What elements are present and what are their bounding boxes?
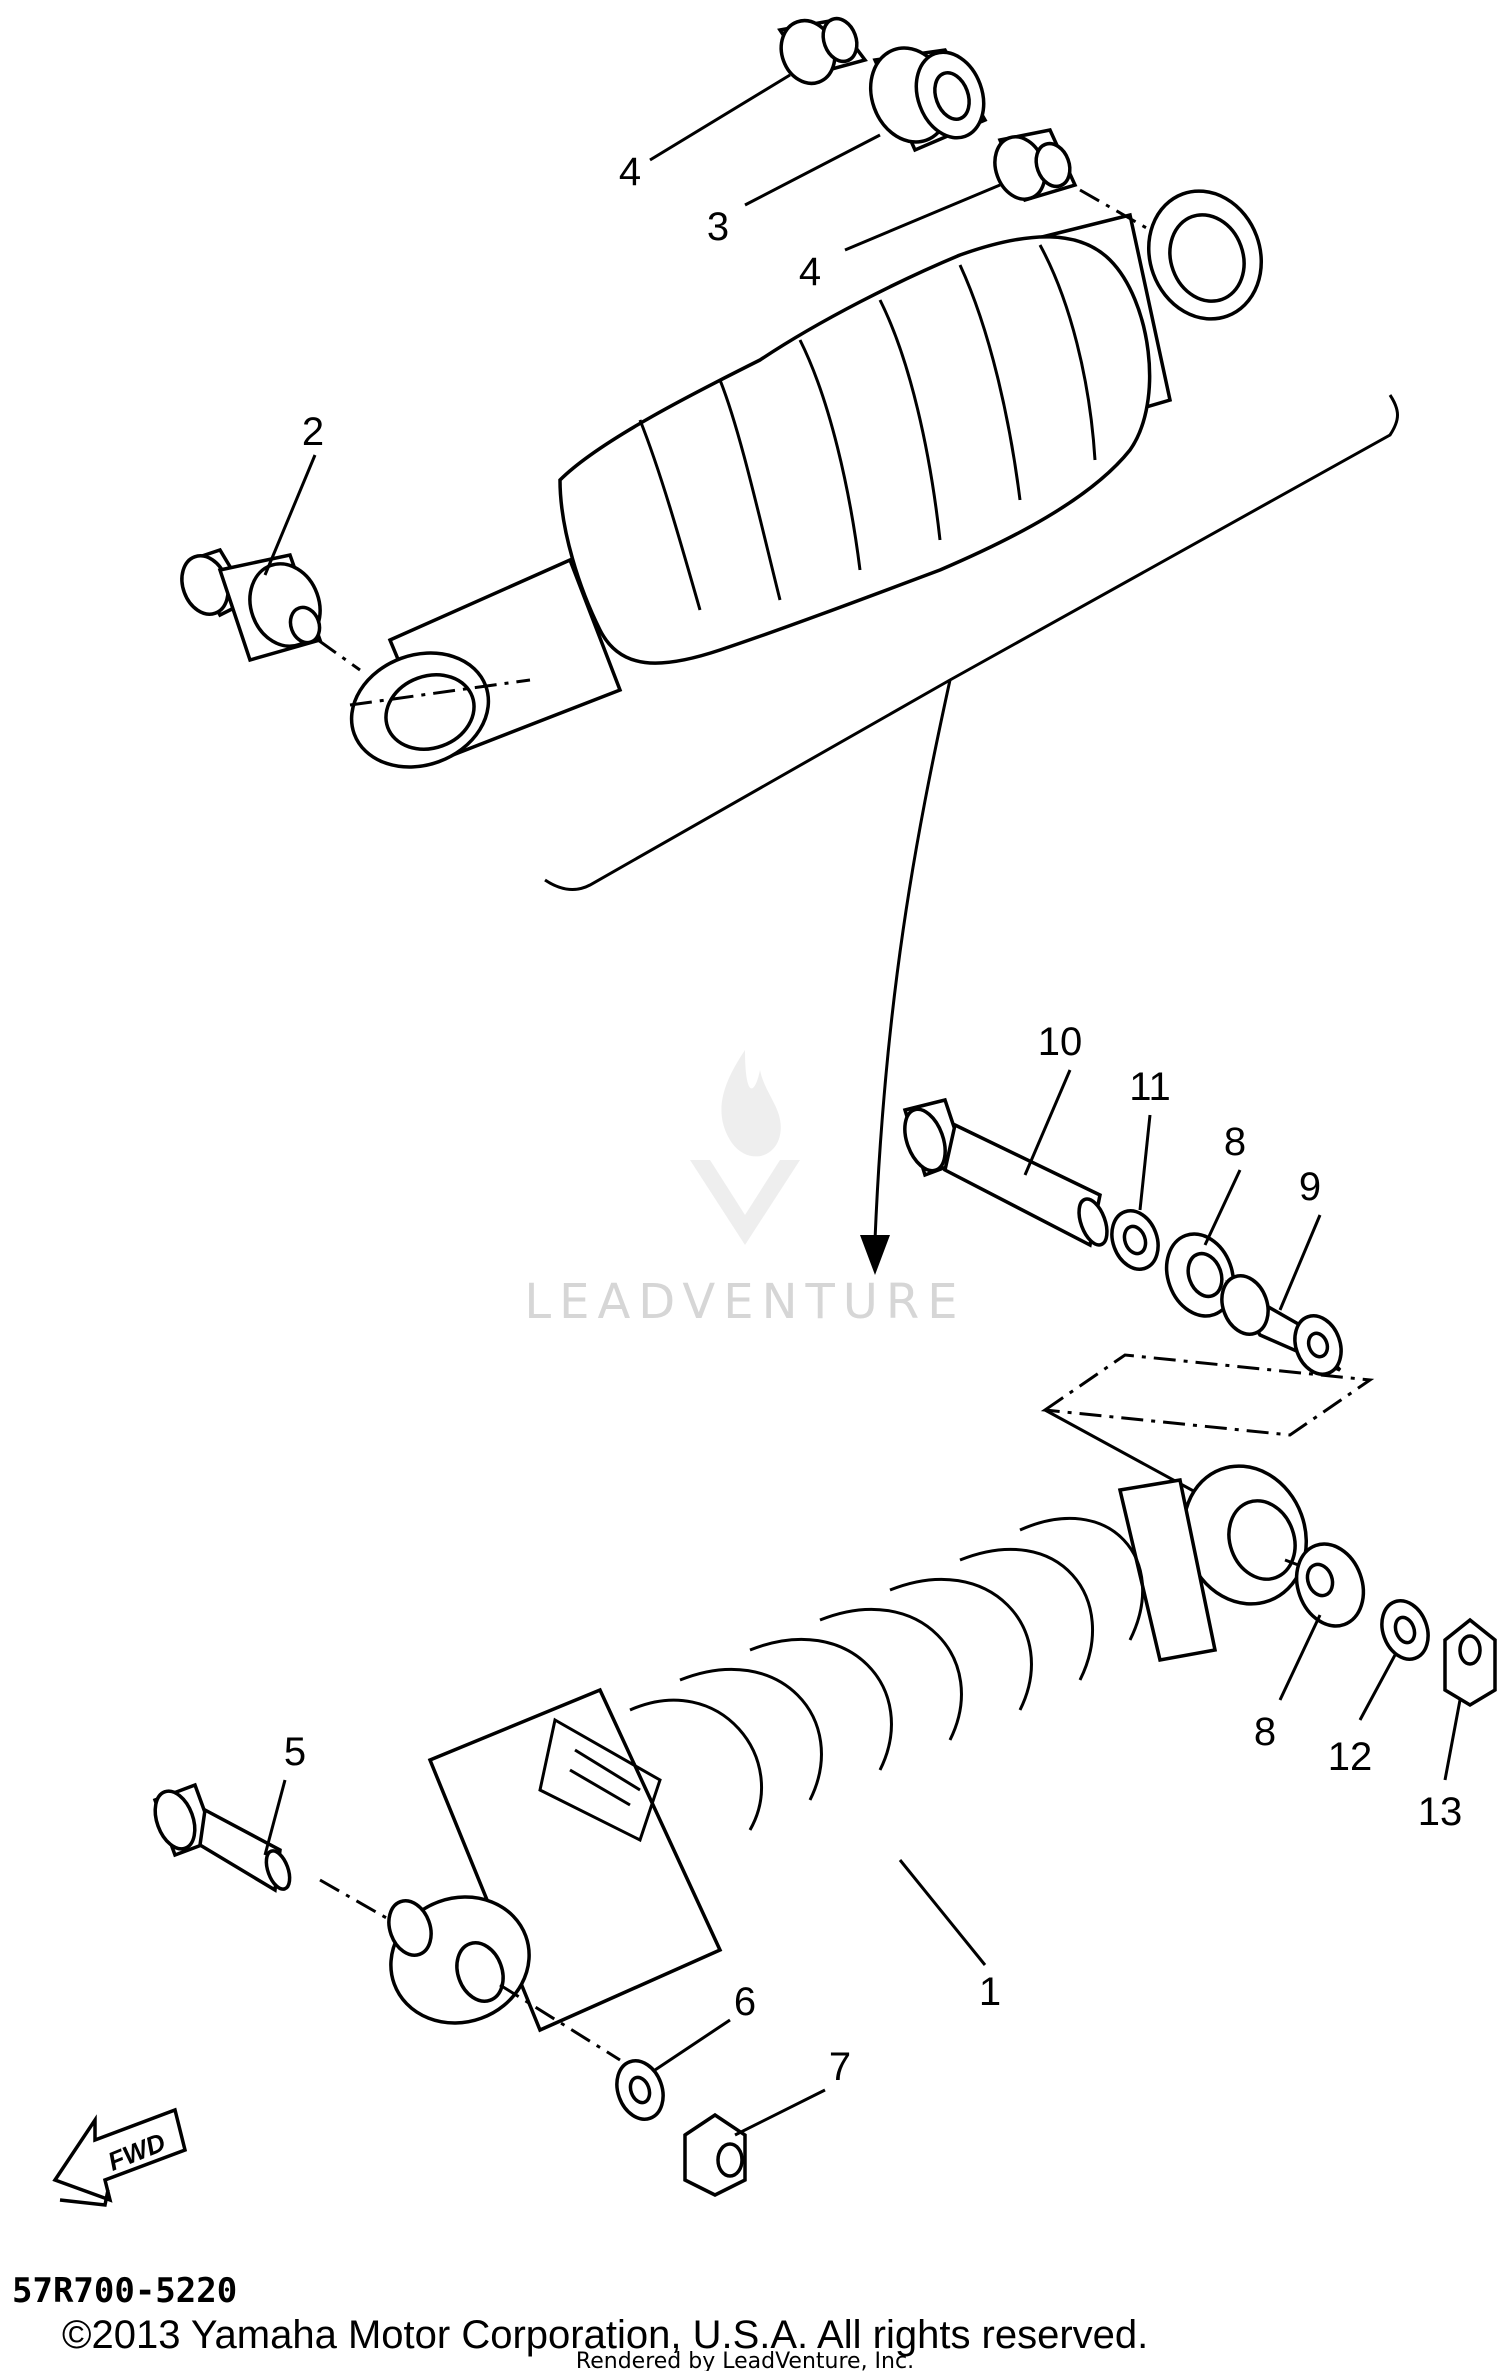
callout-8: 8 xyxy=(1254,1710,1276,1754)
part-code: 57R700-5220 xyxy=(12,2271,237,2311)
seal-part-8-top xyxy=(1164,1232,1236,1318)
callout-4: 4 xyxy=(619,150,641,194)
callout-4: 4 xyxy=(799,250,821,294)
washer-part-12 xyxy=(1380,1599,1430,1661)
collar-part-9 xyxy=(1220,1274,1343,1376)
copyright-text: ©2013 Yamaha Motor Corporation, U.S.A. A… xyxy=(62,2313,1148,2357)
callout-9: 9 xyxy=(1299,1165,1321,1209)
washer-part-6 xyxy=(615,2059,665,2121)
watermark-text: LEADVENTURE xyxy=(524,1274,965,1330)
arrow-head-icon xyxy=(860,1235,890,1275)
callout-3: 3 xyxy=(707,205,729,249)
collar-part-4-top xyxy=(777,16,868,86)
nut-part-13 xyxy=(1443,1617,1497,1708)
bushing-part-3 xyxy=(868,46,988,153)
rendered-by-text: Rendered by LeadVenture, Inc. xyxy=(576,2349,914,2371)
rear-shock-upper-view xyxy=(317,188,1264,769)
collar-part-2 xyxy=(180,547,323,663)
collar-part-4-bottom xyxy=(993,128,1078,203)
callout-8: 8 xyxy=(1224,1120,1246,1164)
rear-shock-absorber-part-1 xyxy=(319,1464,1326,2062)
callout-7: 7 xyxy=(829,2045,851,2089)
callout-6: 6 xyxy=(734,1980,756,2024)
callout-12: 12 xyxy=(1328,1735,1373,1779)
nut-part-7 xyxy=(683,2112,747,2197)
callout-5: 5 xyxy=(284,1730,306,1774)
lower-assembly: 10 11 8 9 8 12 13 5 1 6 7 xyxy=(152,1020,1497,2197)
fwd-arrow-icon: FWD xyxy=(52,2107,188,2207)
bolt-part-10 xyxy=(902,1097,1109,1248)
callout-1: 1 xyxy=(979,1970,1001,2014)
callout-13: 13 xyxy=(1418,1790,1463,1834)
bolt-part-5 xyxy=(152,1782,292,1893)
callout-2: 2 xyxy=(302,410,324,454)
upper-assembly: 4 3 4 2 xyxy=(180,16,1399,1275)
detail-bracket xyxy=(544,394,1399,1275)
leadventure-logo-icon xyxy=(690,1050,800,1245)
washer-part-8-bottom xyxy=(1294,1542,1366,1628)
callout-10: 10 xyxy=(1038,1020,1083,1064)
callout-11: 11 xyxy=(1129,1065,1171,1109)
washer-part-11 xyxy=(1110,1209,1160,1271)
watermark: LEADVENTURE xyxy=(524,1050,965,1330)
